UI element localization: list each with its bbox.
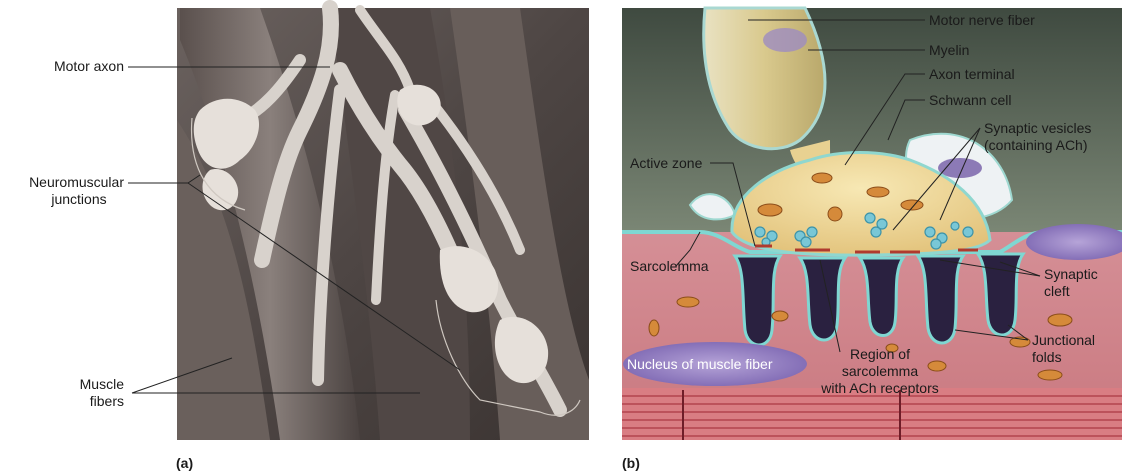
region-label-line2: sarcolemma <box>790 363 970 380</box>
synaptic-cleft-label-line2: cleft <box>1044 283 1070 300</box>
nucleus-of-muscle-fiber-label: Nucleus of muscle fiber <box>627 356 773 373</box>
myelin-label: Myelin <box>929 42 969 59</box>
region-label-line3: with ACh receptors <box>790 380 970 397</box>
sarcolemma-label: Sarcolemma <box>630 258 709 275</box>
neuromuscular-junctions-label-line2: junctions <box>34 191 124 208</box>
panel-b-tag: (b) <box>622 455 640 471</box>
synaptic-vesicles-label-line2: (containing ACh) <box>984 137 1088 154</box>
region-label-line1: Region of <box>790 346 970 363</box>
neuromuscular-junctions-label-line1: Neuromuscular <box>0 174 124 191</box>
active-zone-label: Active zone <box>630 155 702 172</box>
motor-axon-label: Motor axon <box>20 58 124 75</box>
synaptic-vesicles-label-line1: Synaptic vesicles <box>984 120 1091 137</box>
axon-terminal-label: Axon terminal <box>929 66 1015 83</box>
micrograph-panel <box>177 8 589 440</box>
schwann-cell-label: Schwann cell <box>929 92 1012 109</box>
muscle-fibers-label-line1: Muscle <box>40 376 124 393</box>
muscle-fibers-label-line2: fibers <box>40 393 124 410</box>
panel-a-tag: (a) <box>176 455 193 471</box>
junctional-folds-label-line1: Junctional <box>1032 332 1095 349</box>
synaptic-cleft-label-line1: Synaptic <box>1044 266 1098 283</box>
junctional-folds-label-line2: folds <box>1032 349 1062 366</box>
motor-nerve-fiber-label: Motor nerve fiber <box>929 12 1035 29</box>
